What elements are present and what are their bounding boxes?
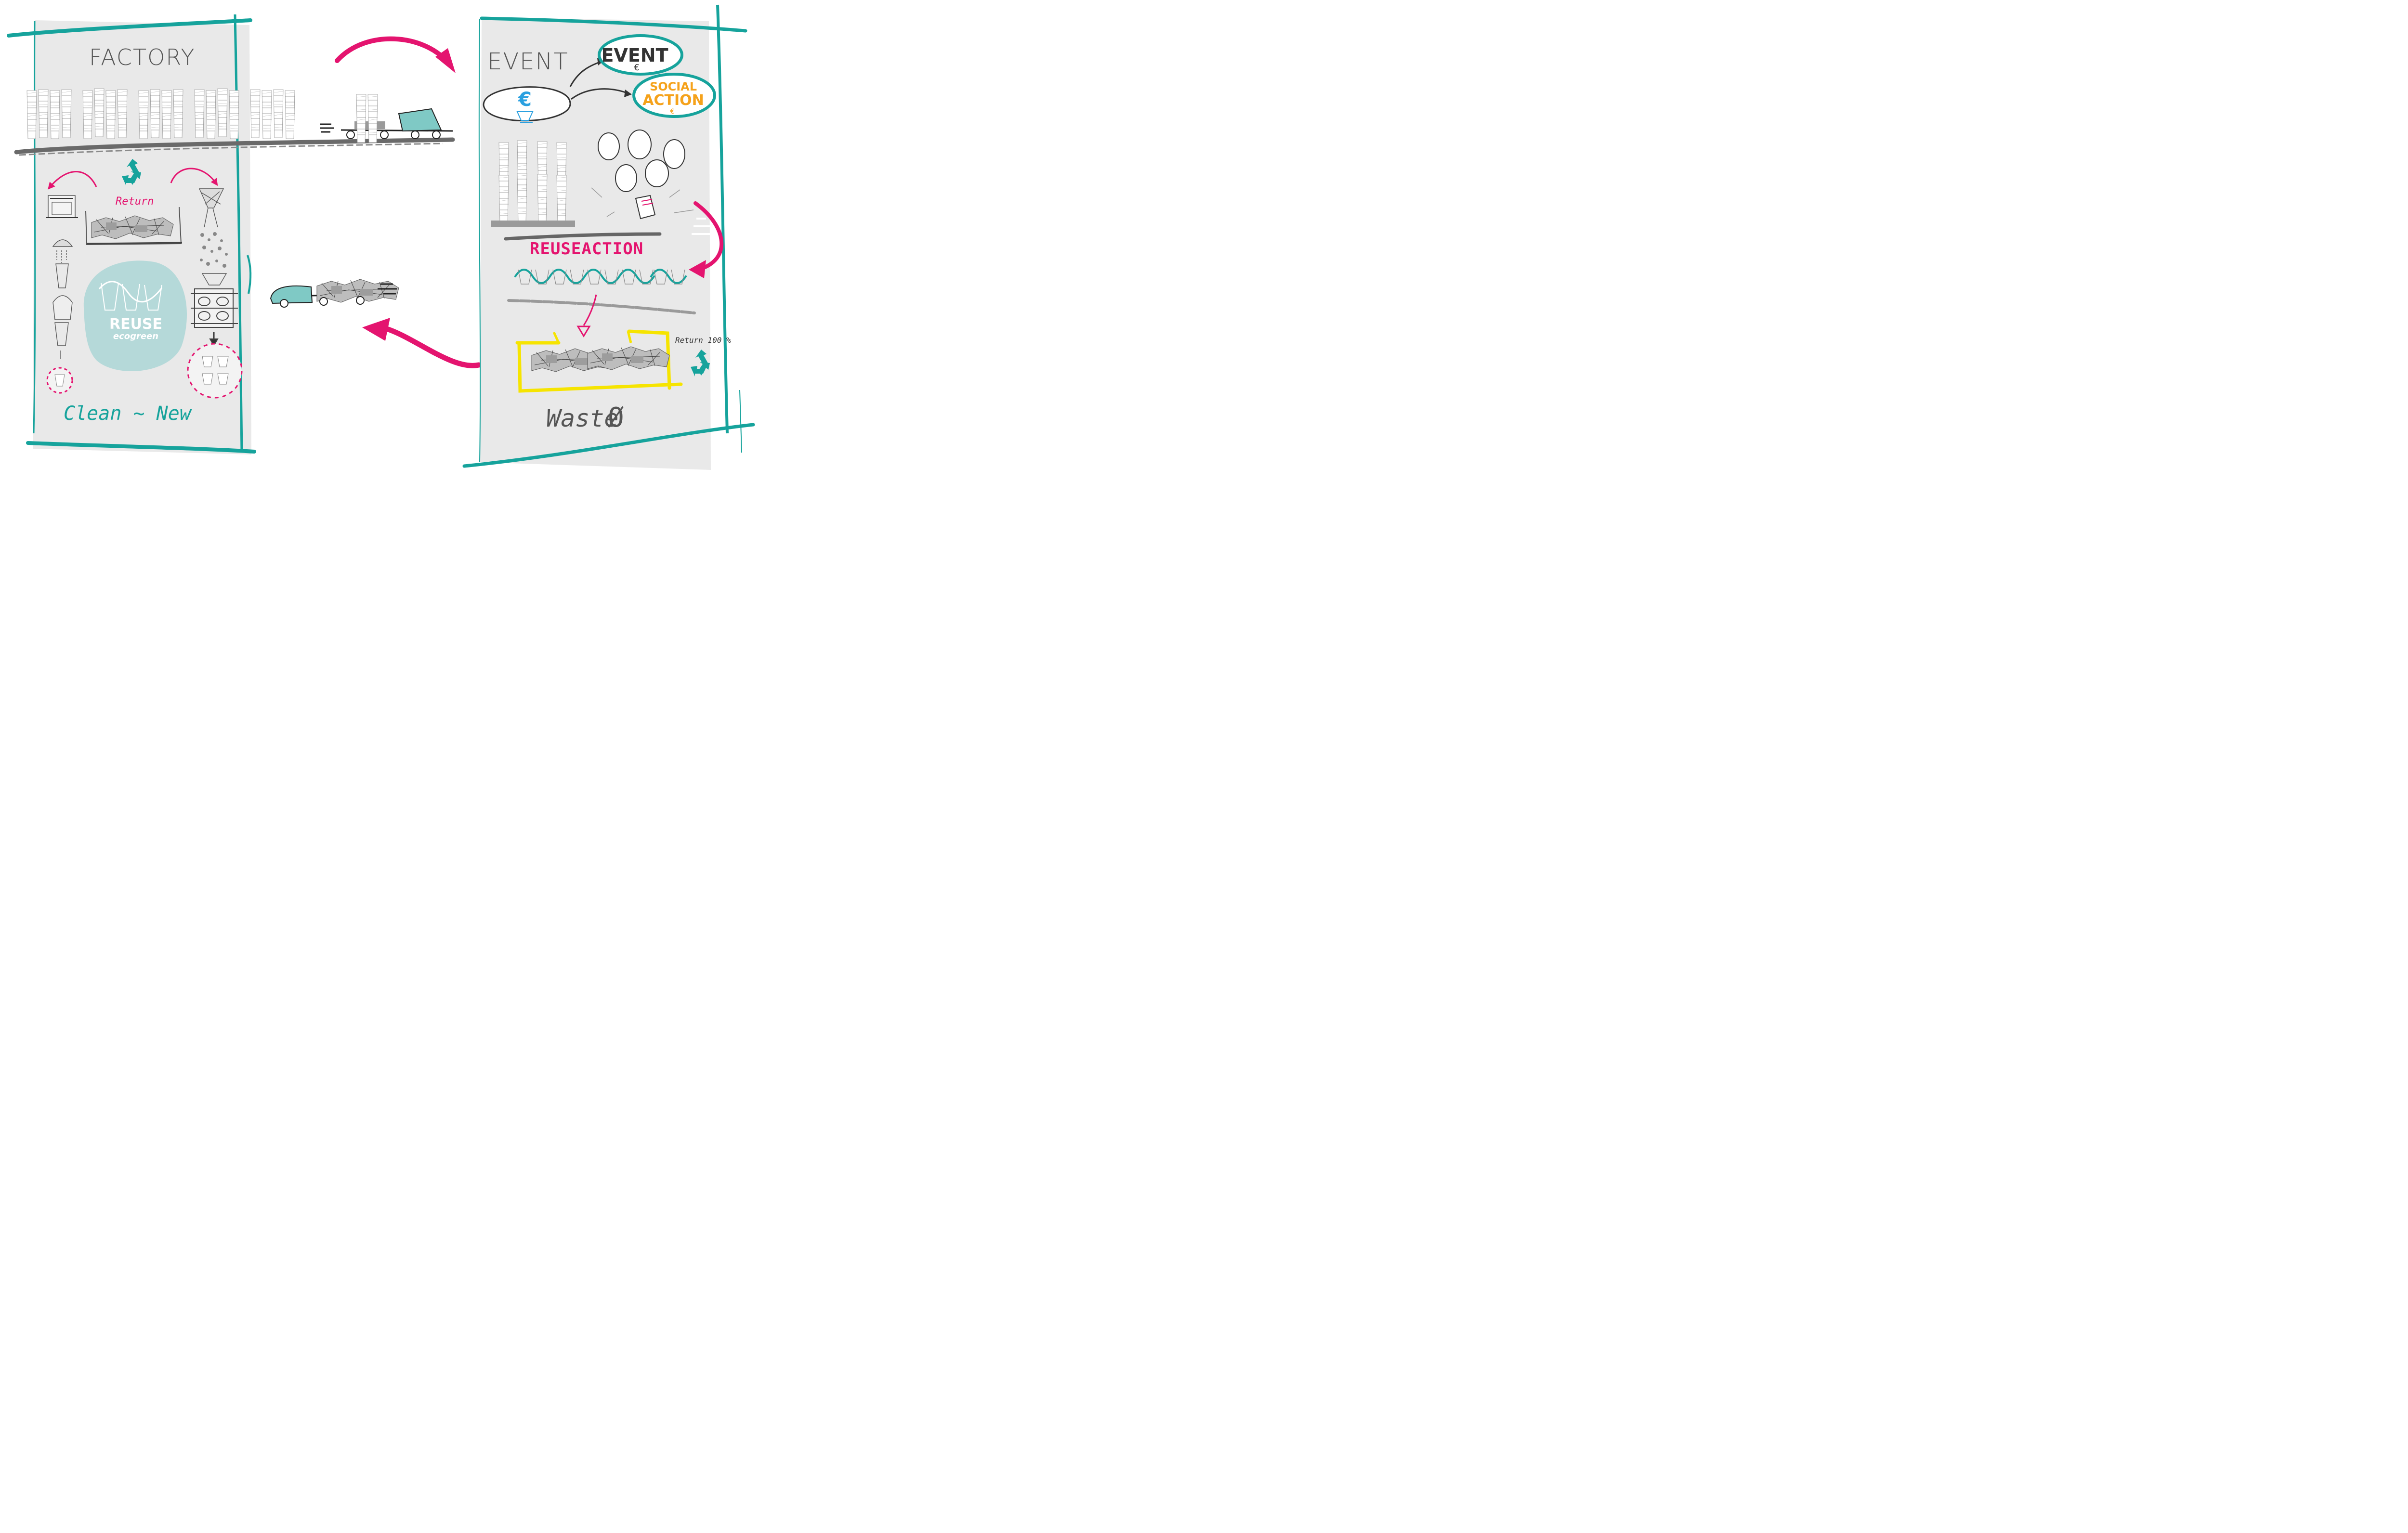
drying-sequence bbox=[52, 239, 73, 359]
event-title: EVENT bbox=[487, 48, 569, 75]
factory-return-label: Return bbox=[116, 195, 154, 208]
money-bubble: € bbox=[483, 86, 571, 123]
truck-to-event bbox=[320, 94, 453, 143]
arrow-to-crusher bbox=[170, 168, 218, 186]
frame-right-stroke bbox=[234, 14, 243, 453]
fresh-cup-left bbox=[46, 367, 73, 394]
reuse-action-label: REUSEACTION bbox=[530, 239, 643, 259]
social-symbol: € bbox=[670, 108, 675, 116]
return-bin bbox=[515, 329, 683, 393]
event-frame-right bbox=[716, 4, 729, 434]
molding-press bbox=[191, 288, 238, 347]
event-panel: EVENT € EVENT € SOCIAL ACTION € bbox=[462, 4, 755, 470]
social-line2: ACTION bbox=[642, 92, 704, 109]
return-percent-label: Return 100 % bbox=[675, 336, 731, 345]
arrow-to-washer bbox=[48, 171, 97, 190]
event-cup-stacks bbox=[491, 140, 575, 227]
social-action-bubble: SOCIAL ACTION € bbox=[632, 73, 716, 118]
event-frame-top bbox=[480, 16, 747, 33]
crusher-machine bbox=[198, 188, 228, 286]
event-bubble: EVENT € bbox=[598, 34, 683, 76]
waste-label: Waste bbox=[546, 404, 619, 432]
frame-left-stroke bbox=[33, 21, 36, 434]
frame-top-stroke bbox=[7, 18, 252, 38]
social-line1: SOCIAL bbox=[650, 80, 697, 93]
people-group bbox=[591, 130, 694, 220]
arrow-to-reuse-action bbox=[694, 201, 723, 272]
event-frame-bottom bbox=[462, 423, 755, 468]
factory-title: FACTORY bbox=[89, 44, 195, 70]
washing-machine bbox=[46, 195, 78, 218]
truck-to-factory bbox=[270, 279, 399, 308]
event-bubble-label: EVENT bbox=[601, 45, 668, 66]
fresh-cups-right bbox=[187, 343, 243, 399]
arrow-factory-to-event bbox=[335, 36, 450, 65]
money-symbol: € bbox=[518, 89, 532, 111]
return-crate bbox=[85, 207, 183, 246]
clean-new-label: Clean ~ New bbox=[64, 403, 192, 425]
arrow-to-event-bubble bbox=[569, 61, 602, 87]
event-bubble-symbol: € bbox=[634, 63, 639, 73]
frame-bottom-stroke bbox=[26, 441, 256, 454]
reuse-ecogreen-logo: REUSE ecogreen bbox=[83, 260, 187, 372]
waste-zero-symbol: Ø bbox=[608, 402, 624, 433]
factory-panel: FACTORY Return bbox=[7, 14, 455, 455]
arrow-to-social-bubble bbox=[571, 88, 628, 100]
reuse-cycle-diagram: FACTORY Return bbox=[7, 4, 755, 470]
event-divider bbox=[504, 232, 662, 241]
arrow-event-to-factory bbox=[382, 325, 482, 368]
logo-word: REUSE bbox=[109, 316, 162, 333]
arrow-to-return-bin bbox=[583, 294, 597, 326]
logo-subword: ecogreen bbox=[113, 331, 158, 341]
